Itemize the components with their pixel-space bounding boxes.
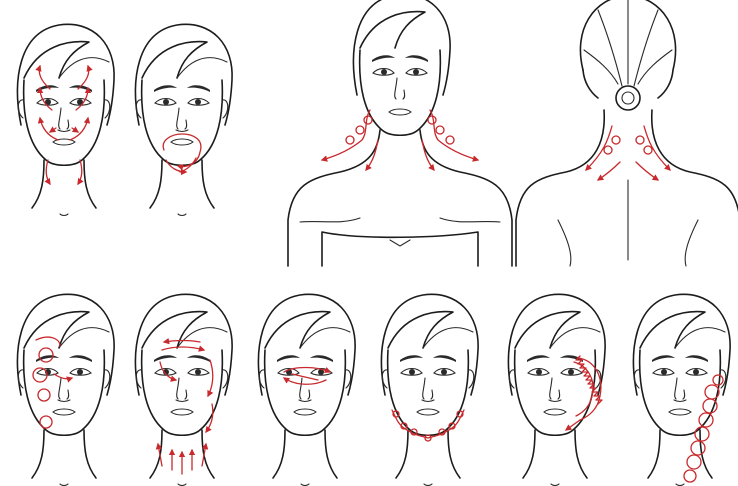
panel-face-cheek-zigzag — [509, 294, 606, 485]
panel-face-forehead-neck — [136, 294, 233, 485]
panel-face-mouth-circle — [136, 24, 233, 215]
panel-face-neck-spiral-chain — [634, 294, 731, 485]
panel-face-eye-temple-lines — [259, 294, 356, 485]
panel-neck-back — [516, 0, 738, 266]
panel-face-eye-spirals — [18, 294, 115, 485]
panel-neck-front — [288, 0, 512, 266]
panel-face-outward-arrows — [18, 24, 115, 215]
panel-face-jawline-loops — [382, 294, 479, 485]
